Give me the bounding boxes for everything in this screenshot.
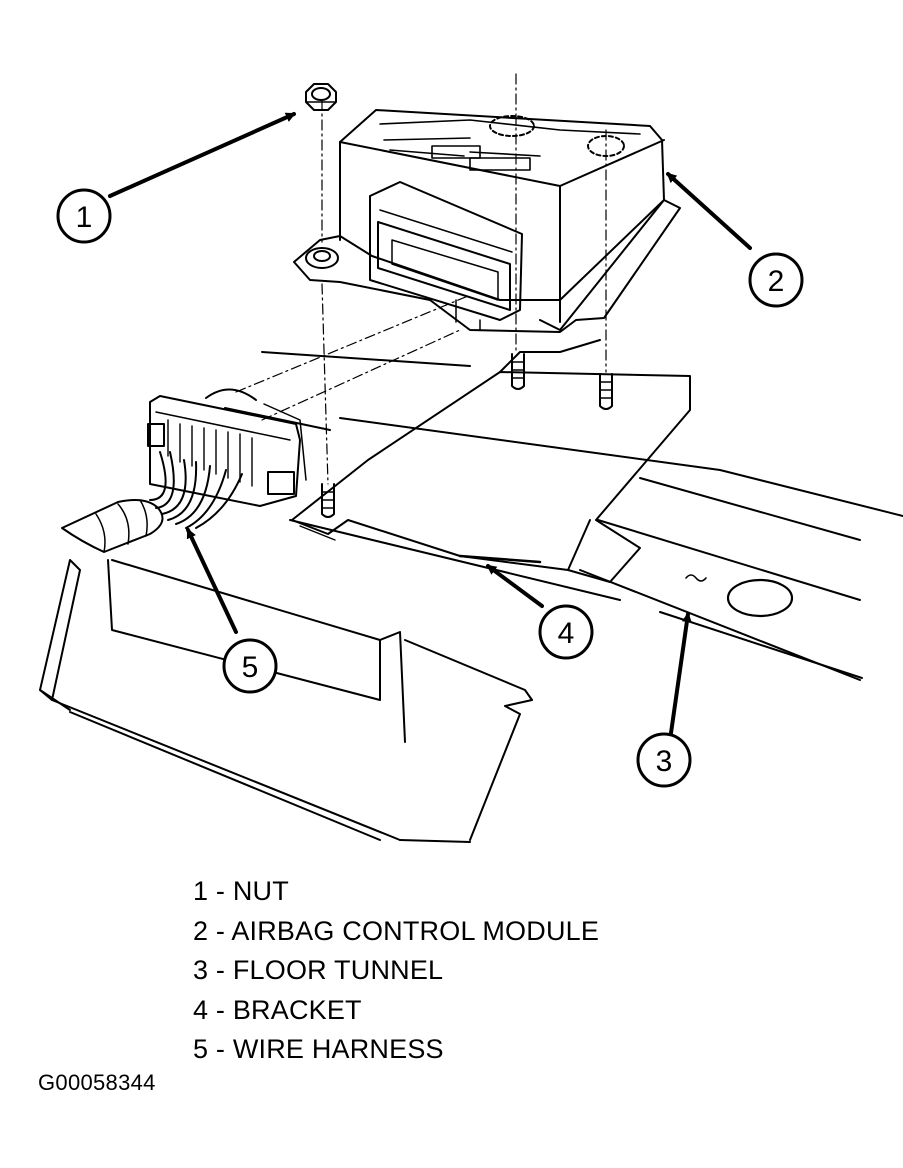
legend-label: AIRBAG CONTROL MODULE: [231, 915, 600, 946]
exploded-view-diagram: 1 2 3 4 5: [39, 73, 903, 843]
legend-item: 4 - BRACKET: [193, 991, 599, 1031]
legend-item: 2 - AIRBAG CONTROL MODULE: [193, 912, 599, 952]
airbag-control-module-drawing: [293, 109, 681, 333]
legend-separator: -: [208, 915, 232, 946]
callout-1-number: 1: [76, 201, 93, 234]
console-structure: [39, 559, 533, 843]
alignment-lines: [235, 73, 607, 485]
legend-label: WIRE HARNESS: [232, 1034, 444, 1064]
callout-3-number: 3: [656, 745, 673, 778]
parts-legend: 1 - NUT 2 - AIRBAG CONTROL MODULE 3 - FL…: [193, 872, 599, 1070]
nut-drawing: [305, 83, 337, 111]
legend-item: 5 - WIRE HARNESS: [193, 1030, 599, 1070]
callout-4: 4: [538, 604, 594, 660]
legend-number: 4: [193, 994, 209, 1025]
legend-number: 3: [193, 955, 209, 985]
arrow-3: [668, 612, 692, 742]
legend-number: 2: [193, 915, 209, 946]
leader-arrows: [108, 112, 752, 742]
arrow-2: [666, 172, 752, 250]
legend-separator: -: [208, 876, 233, 906]
legend-label: FLOOR TUNNEL: [232, 955, 444, 985]
bracket-drawing: [291, 339, 691, 583]
floor-tunnel-drawing: [224, 351, 903, 681]
callout-1: 1: [56, 188, 112, 244]
legend-number: 1: [193, 876, 209, 906]
callout-5: 5: [222, 638, 278, 694]
legend-separator: -: [208, 955, 233, 985]
wire-harness-drawing: [61, 388, 307, 553]
legend-item: 3 - FLOOR TUNNEL: [193, 951, 599, 991]
legend-item: 1 - NUT: [193, 872, 599, 912]
arrow-4: [486, 564, 544, 608]
callout-2: 2: [748, 252, 804, 308]
legend-separator: -: [208, 1034, 233, 1064]
callout-4-number: 4: [558, 617, 575, 650]
arrow-5: [186, 528, 238, 634]
callout-5-number: 5: [242, 651, 259, 684]
figure-id: G00058344: [38, 1070, 156, 1095]
legend-label: NUT: [232, 876, 289, 906]
legend-number: 5: [193, 1034, 209, 1064]
arrow-1: [108, 112, 296, 198]
callout-2-number: 2: [768, 265, 785, 298]
mounting-studs: [321, 353, 613, 518]
legend-label: BRACKET: [232, 994, 362, 1025]
callout-3: 3: [636, 732, 692, 788]
legend-separator: -: [208, 994, 233, 1025]
